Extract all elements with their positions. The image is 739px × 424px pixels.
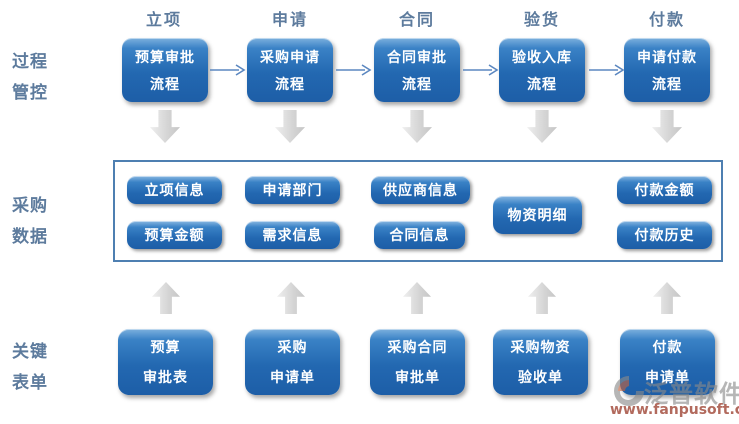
process-box-label: 申请付款: [637, 49, 697, 66]
flow-arrow-icon: [210, 64, 246, 76]
down-arrow-icon: [527, 110, 557, 143]
form-box-budget-approval-form: 预算 审批表: [118, 329, 213, 395]
process-box-contract-approval: 合同审批 流程: [374, 38, 460, 102]
stage-header-yanhuo: 验货: [523, 10, 560, 29]
form-box-purchase-request-form: 采购 申请单: [245, 329, 340, 395]
form-box-label: 验收单: [518, 370, 563, 386]
row-label-key-forms: 关键 表单: [12, 337, 82, 399]
row-label-line: 数据: [12, 227, 48, 247]
data-pill-project-info: 立项信息: [127, 176, 222, 204]
process-box-label: 预算审批: [135, 49, 195, 66]
data-pill-demand-info: 需求信息: [245, 221, 340, 249]
process-box-label: 流程: [402, 76, 432, 93]
row-label-line: 采购: [12, 196, 48, 216]
row-label-procurement-data: 采购 数据: [12, 191, 82, 253]
form-box-label: 采购: [277, 340, 308, 356]
row-label-line: 关键: [12, 342, 48, 362]
up-arrow-icon: [277, 282, 305, 314]
up-arrow-icon: [528, 282, 556, 314]
row-label-line: 表单: [12, 373, 48, 393]
up-arrow-icon: [152, 282, 180, 314]
data-pill-request-dept: 申请部门: [245, 176, 340, 204]
form-box-label: 采购物资: [510, 340, 571, 356]
down-arrow-icon: [275, 110, 305, 143]
stage-header-fukuan: 付款: [648, 10, 685, 29]
form-box-label: 审批单: [395, 370, 440, 386]
down-arrow-icon: [150, 110, 180, 143]
form-box-label: 申请单: [270, 370, 315, 386]
data-pill-budget-amount: 预算金额: [127, 221, 222, 249]
data-pill-payment-amount: 付款金额: [617, 176, 712, 204]
data-pill-payment-history: 付款历史: [617, 221, 712, 249]
process-box-purchase-request: 采购申请 流程: [247, 38, 333, 102]
down-arrow-icon: [402, 110, 432, 143]
up-arrow-icon: [653, 282, 681, 314]
form-box-label: 付款: [652, 340, 683, 356]
stage-header-shenqing: 申请: [271, 10, 308, 29]
data-pill-contract-info: 合同信息: [374, 221, 465, 249]
row-label-process-control: 过程 管控: [12, 47, 82, 109]
process-box-label: 流程: [652, 76, 682, 93]
process-box-label: 验收入库: [512, 49, 572, 66]
form-box-label: 申请单: [645, 370, 690, 386]
form-box-contract-approval-form: 采购合同 审批单: [370, 329, 465, 395]
process-box-receiving-inbound: 验收入库 流程: [499, 38, 585, 102]
process-box-label: 流程: [527, 76, 557, 93]
row-label-line: 管控: [12, 83, 48, 103]
data-pill-material-detail: 物资明细: [493, 196, 582, 234]
up-arrow-icon: [403, 282, 431, 314]
watermark-url: www.fanpusoft.com: [610, 402, 739, 418]
down-arrow-icon: [652, 110, 682, 143]
flow-arrow-icon: [463, 64, 499, 76]
form-box-payment-request-form: 付款 申请单: [620, 329, 715, 395]
flow-arrow-icon: [589, 64, 625, 76]
row-label-line: 过程: [12, 52, 48, 72]
form-box-label: 审批表: [143, 370, 188, 386]
process-box-payment-request: 申请付款 流程: [624, 38, 710, 102]
stage-header-hetong: 合同: [398, 10, 435, 29]
process-box-label: 合同审批: [387, 49, 447, 66]
process-box-label: 流程: [275, 76, 305, 93]
data-pill-supplier-info: 供应商信息: [371, 176, 470, 204]
stage-header-lixiang: 立项: [145, 10, 182, 29]
form-box-label: 采购合同: [387, 340, 448, 356]
process-box-budget-approval: 预算审批 流程: [122, 38, 208, 102]
flow-arrow-icon: [336, 64, 372, 76]
form-box-material-receiving-form: 采购物资 验收单: [493, 329, 588, 395]
process-box-label: 流程: [150, 76, 180, 93]
process-box-label: 采购申请: [260, 49, 320, 66]
form-box-label: 预算: [150, 340, 181, 356]
